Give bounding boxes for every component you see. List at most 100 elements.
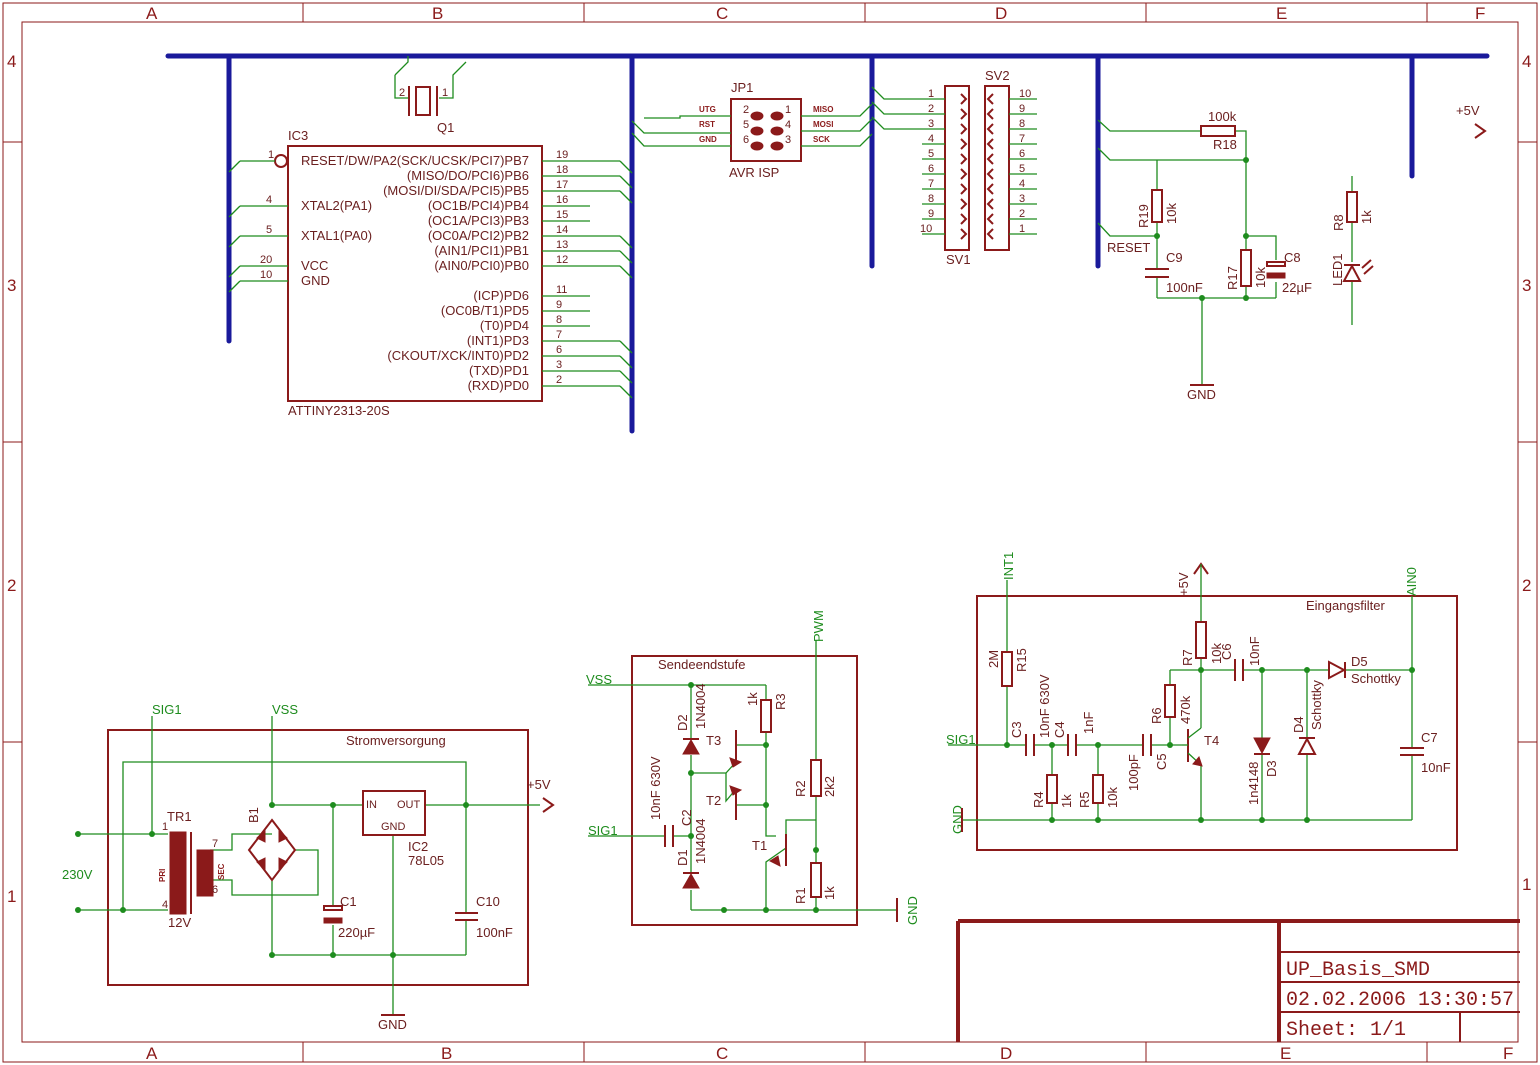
ic3-pin-num: 9: [556, 299, 562, 311]
c1-name: C1: [340, 894, 357, 909]
r3-value: 1k: [745, 692, 760, 706]
r17-value: 10k: [1253, 267, 1268, 288]
ruler-row-3-left: 3: [7, 276, 16, 295]
c3-value: 10nF 630V: [1037, 674, 1052, 738]
sv2-pin: 1: [1019, 223, 1025, 235]
r3-name: R3: [773, 693, 788, 710]
ruler-col-a-bottom: A: [146, 1044, 158, 1063]
jp1-pin-num: 3: [785, 134, 791, 146]
sende-gnd: GND: [905, 896, 920, 925]
jp1-left-label: GND: [699, 135, 717, 144]
q1-pin1: 1: [442, 87, 448, 99]
sv1-pin: 8: [928, 193, 934, 205]
r6-name: R6: [1149, 707, 1164, 724]
jp1-pin-num: 4: [785, 119, 791, 131]
jp1-value: AVR ISP: [729, 165, 779, 180]
sendeendstufe-section: Sendeendstufe VSS SIG1 PWM GND: [586, 610, 920, 926]
jp1-avr-isp: 2 1 5 4 6 3 UTG RST GND MISO MOSI SCK JP…: [631, 80, 873, 180]
ic3-pin-name: (T0)PD4: [480, 318, 529, 333]
r1-name: R1: [793, 887, 808, 904]
ic3-pin-name: (TXD)PD1: [469, 363, 529, 378]
ruler-col-c-bottom: C: [716, 1044, 728, 1063]
ic3-pin-name: (ICP)PD6: [473, 288, 529, 303]
ic3-pin-name: (AIN1/PCI1)PB1: [434, 243, 529, 258]
r19-value: 10k: [1164, 203, 1179, 224]
d2-name: D2: [675, 714, 690, 731]
sv1-pin: 2: [928, 103, 934, 115]
sv1-pin: 10: [920, 223, 932, 235]
ic3-pin-name: XTAL1(PA0): [301, 228, 372, 243]
c4-name: C4: [1052, 721, 1067, 738]
sv2-pin: 10: [1019, 88, 1031, 100]
sv2-name: SV2: [985, 68, 1010, 83]
r7-name: R7: [1180, 649, 1195, 666]
ic3-pin-num: 17: [556, 179, 568, 191]
ic3-pin-name: (AIN0/PCI0)PB0: [434, 258, 529, 273]
ic3-pin-num: 14: [556, 224, 568, 236]
d4-value: Schottky: [1309, 680, 1324, 730]
ic2-in: IN: [366, 799, 377, 811]
reset-label: RESET: [1107, 240, 1150, 255]
sv1-pin: 6: [928, 163, 934, 175]
ruler-col-c-top: C: [716, 4, 728, 23]
jp1-right-label: SCK: [813, 135, 830, 144]
r6-value: 470k: [1178, 695, 1193, 724]
jp1-pin-num: 6: [743, 134, 749, 146]
tr1-pin: 7: [212, 838, 218, 850]
tr1-pin: 6: [212, 884, 218, 896]
ruler-row-4-right: 4: [1522, 52, 1531, 71]
title-block-title: UP_Basis_SMD: [1286, 959, 1430, 982]
c3-name: C3: [1009, 721, 1024, 738]
c8-name: C8: [1284, 250, 1301, 265]
c1-value: 220µF: [338, 925, 375, 940]
filter-title: Eingangsfilter: [1306, 598, 1385, 613]
ic3-pin-num: 1: [268, 149, 274, 161]
ruler-col-f-top: F: [1475, 4, 1485, 23]
jp1-right-label: MOSI: [813, 120, 833, 129]
sv2-pin: 4: [1019, 178, 1025, 190]
ic3-pin-name: RESET/DW/PA2: [301, 153, 397, 168]
reset-gnd-label: GND: [1187, 387, 1216, 402]
sv1-pin: 3: [928, 118, 934, 130]
q1-crystal: 2 1 Q1: [394, 56, 467, 135]
ic2-name: IC2: [408, 839, 428, 854]
c6-name: C6: [1219, 643, 1234, 660]
sv2-connector: 10 9 8 7 6 5 4 3 2 1 SV2: [984, 68, 1037, 251]
sv1-connector: 1 2 3 4 5 6 7 8 9 10 SV1: [871, 85, 971, 267]
c9-name: C9: [1166, 250, 1183, 265]
c2-name: C2: [679, 809, 694, 826]
title-block: UP_Basis_SMD 02.02.2006 13:30:57 Sheet: …: [956, 919, 1520, 1042]
ic3-attiny2313: IC3 ATTINY2313-20S 1 RESET/DW/PA2 4 XTAL…: [228, 128, 633, 418]
t2-label: T2: [706, 793, 721, 808]
ic3-pin-num: 5: [266, 224, 272, 236]
strom-gnd-label: GND: [378, 1017, 407, 1032]
sv1-pin: 7: [928, 178, 934, 190]
jp1-name: JP1: [731, 80, 753, 95]
q1-pin2: 2: [399, 87, 405, 99]
ic3-pin-name: (RXD)PD0: [468, 378, 529, 393]
ic3-pin-num: 7: [556, 329, 562, 341]
sv2-pin: 6: [1019, 148, 1025, 160]
filter-int1: INT1: [1001, 552, 1016, 580]
strom-sig1: SIG1: [152, 702, 182, 717]
ruler-row-3-right: 3: [1522, 276, 1531, 295]
title-block-datetime: 02.02.2006 13:30:57: [1286, 989, 1514, 1012]
jp1-pin-num: 2: [743, 104, 749, 116]
ic3-pin-num: 2: [556, 374, 562, 386]
ruler-row-2-right: 2: [1522, 576, 1531, 595]
sv2-pin: 9: [1019, 103, 1025, 115]
ruler-col-b-top: B: [432, 4, 443, 23]
t1-label: T1: [752, 838, 767, 853]
r19-name: R19: [1136, 204, 1151, 228]
ic3-pin-name: (SCK/UCSK/PCI7)PB7: [397, 153, 529, 168]
ic3-pin-name: GND: [301, 273, 330, 288]
ic3-pin-name: (MOSI/DI/SDA/PCI5)PB5: [383, 183, 529, 198]
r8-name: R8: [1331, 214, 1346, 231]
ic3-name: IC3: [288, 128, 308, 143]
ruler-row-1-right: 1: [1522, 875, 1531, 894]
c2-value: 10nF 630V: [648, 756, 663, 820]
ic3-pin-name: (MISO/DO/PCI6)PB6: [407, 168, 529, 183]
d3-name: D3: [1264, 760, 1279, 777]
